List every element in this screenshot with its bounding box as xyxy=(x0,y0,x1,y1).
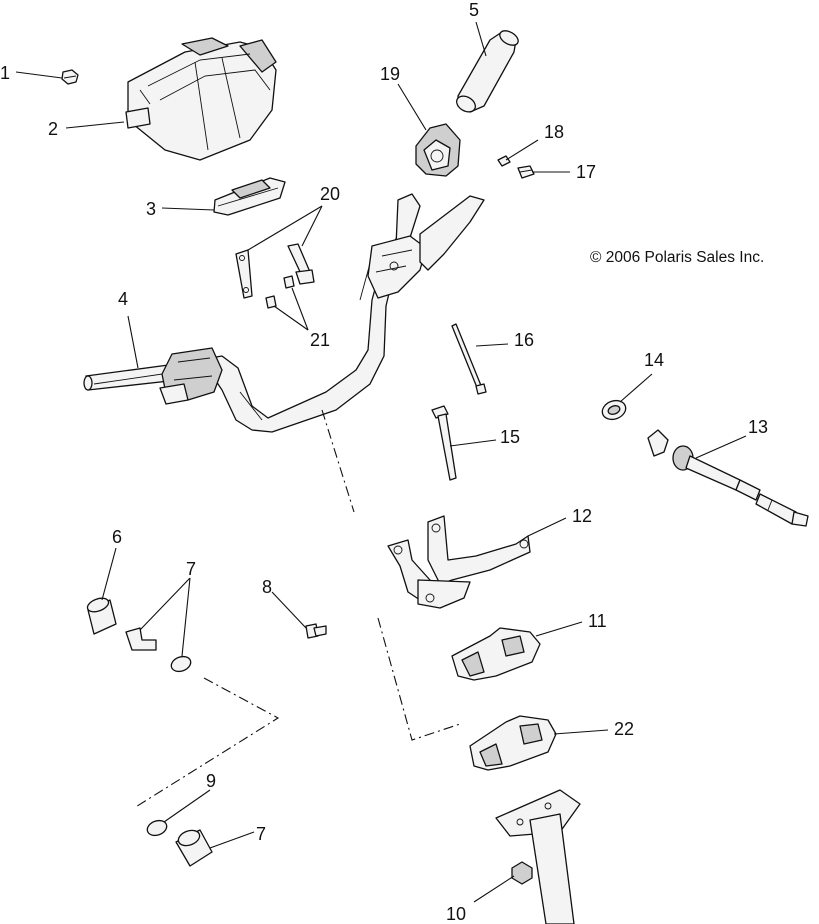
callout-8: 8 xyxy=(262,577,272,597)
part-17-fastener xyxy=(517,165,535,179)
callout-17: 17 xyxy=(576,162,596,182)
part-2-handlebar-pod xyxy=(125,37,277,161)
part-throttle-brake-assembly xyxy=(367,193,485,299)
part-1-screw xyxy=(61,69,79,85)
callout-11: 11 xyxy=(588,611,607,631)
part-21-screws xyxy=(265,275,295,309)
callout-3: 3 xyxy=(146,199,156,219)
callout-10: 10 xyxy=(446,904,466,924)
callout-7-upper: 7 xyxy=(186,559,196,579)
callout-6: 6 xyxy=(112,527,122,547)
callout-16: 16 xyxy=(514,330,534,350)
part-14-boot xyxy=(601,399,627,421)
copyright-notice: © 2006 Polaris Sales Inc. xyxy=(590,249,764,266)
callout-13: 13 xyxy=(748,417,768,437)
part-19-switch-housing xyxy=(415,123,461,177)
part-7-tab xyxy=(125,627,192,673)
callout-4: 4 xyxy=(118,289,128,309)
part-12-bracket xyxy=(387,515,531,609)
part-20-brackets xyxy=(235,243,315,299)
callout-9: 9 xyxy=(206,771,216,791)
callout-numbers: 1 2 3 4 5 6 7 7 8 9 10 11 12 13 14 15 16… xyxy=(0,0,768,924)
part-13-cable-switch xyxy=(647,429,809,527)
callout-1: 1 xyxy=(0,63,10,83)
part-5-grip xyxy=(456,30,519,113)
part-6-bushing xyxy=(86,597,117,635)
part-7-lower-bushing xyxy=(175,829,213,867)
part-8-screw xyxy=(305,623,327,639)
assembly-dash-lines xyxy=(133,409,461,809)
callout-21: 21 xyxy=(310,330,330,350)
callout-19: 19 xyxy=(380,64,400,84)
callout-15: 15 xyxy=(500,427,520,447)
part-10-nut xyxy=(511,861,533,885)
callout-22: 22 xyxy=(614,719,634,739)
callout-12: 12 xyxy=(572,506,592,526)
callout-2: 2 xyxy=(48,119,58,139)
part-18-screw xyxy=(497,155,511,167)
part-16-long-bolt xyxy=(451,323,487,395)
callout-5: 5 xyxy=(469,0,479,20)
leader-lines xyxy=(15,21,747,903)
part-3-clamp-cap xyxy=(213,177,286,216)
callout-18: 18 xyxy=(544,122,564,142)
callout-14: 14 xyxy=(644,350,664,370)
part-22-clamp-base xyxy=(469,715,557,771)
part-steering-column xyxy=(495,789,581,924)
part-9-washer xyxy=(146,819,168,837)
callout-20: 20 xyxy=(320,184,340,204)
part-15-bolt xyxy=(431,405,457,481)
part-11-clamp-base xyxy=(451,627,541,681)
callout-7-lower: 7 xyxy=(256,824,266,844)
